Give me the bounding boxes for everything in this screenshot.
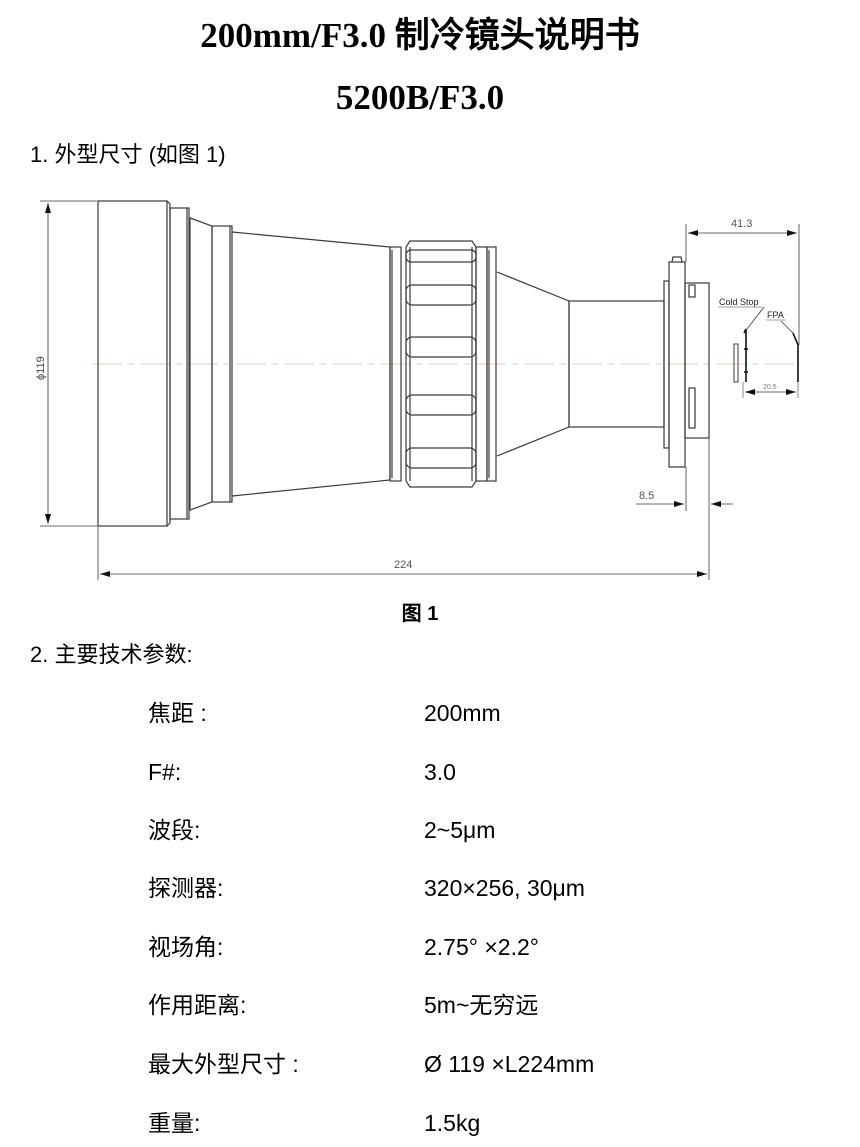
flange-dimension: 8.5 xyxy=(639,490,654,502)
spec-row-working-distance: 作用距离: 5m~无穷远 xyxy=(0,988,860,1022)
spec-row-waveband: 波段: 2~5μm xyxy=(0,813,860,847)
fpa xyxy=(792,332,799,382)
model-number: 5200B/F3.0 xyxy=(335,78,505,117)
spec-value: 2~5μm xyxy=(424,817,496,843)
spec-label: 重量: xyxy=(148,1110,201,1136)
spec-value: 200mm xyxy=(424,700,501,726)
spec-row-detector: 探测器: 320×256, 30μm xyxy=(0,871,860,905)
spec-value: 3.0 xyxy=(424,759,456,785)
diameter-dimension: ϕ119 xyxy=(35,356,47,380)
cold-stop xyxy=(743,328,748,382)
spec-value: 2.75° ×2.2° xyxy=(424,934,539,960)
section-heading-dimensions: 1. 外型尺寸 (如图 1) xyxy=(30,142,226,167)
cold-stop-label: Cold Stop xyxy=(719,297,759,307)
lens-dimension-drawing: Cold Stop FPA ϕ119 224 8.5 41.3 20.5 xyxy=(0,190,860,590)
spec-value: 320×256, 30μm xyxy=(424,875,585,901)
length-dimension: 224 xyxy=(394,559,412,571)
spec-label: 探测器: xyxy=(148,875,224,901)
spec-label: 作用距离: xyxy=(148,992,247,1018)
spec-label: F#: xyxy=(148,759,182,785)
spec-row-f-number: F#: 3.0 xyxy=(0,755,860,789)
spec-label: 视场角: xyxy=(148,934,224,960)
figure-caption: 图 1 xyxy=(401,603,439,625)
spec-row-max-dimensions: 最大外型尺寸 : Ø 119 ×L224mm xyxy=(0,1047,860,1081)
spec-label: 最大外型尺寸 : xyxy=(148,1051,299,1077)
spec-row-focal-length: 焦距 : 200mm xyxy=(0,696,860,730)
spec-value: 5m~无穷远 xyxy=(424,992,539,1018)
section-heading-specs: 2. 主要技术参数: xyxy=(30,642,193,667)
fpa-label: FPA xyxy=(767,310,784,320)
spec-value: Ø 119 ×L224mm xyxy=(424,1051,595,1077)
dewar-window xyxy=(733,343,739,383)
spec-row-field-of-view: 视场角: 2.75° ×2.2° xyxy=(0,930,860,964)
spec-value: 1.5kg xyxy=(424,1110,481,1136)
back-focal-dimension: 41.3 xyxy=(731,218,752,230)
stop-fpa-dimension: 20.5 xyxy=(763,384,777,391)
spec-label: 波段: xyxy=(148,817,201,843)
focus-ring-grips xyxy=(405,249,477,469)
spec-row-weight: 重量: 1.5kg xyxy=(0,1106,860,1140)
spec-label: 焦距 : xyxy=(148,700,207,726)
document-title: 200mm/F3.0 制冷镜头说明书 xyxy=(200,16,640,55)
front-barrel xyxy=(97,200,168,527)
